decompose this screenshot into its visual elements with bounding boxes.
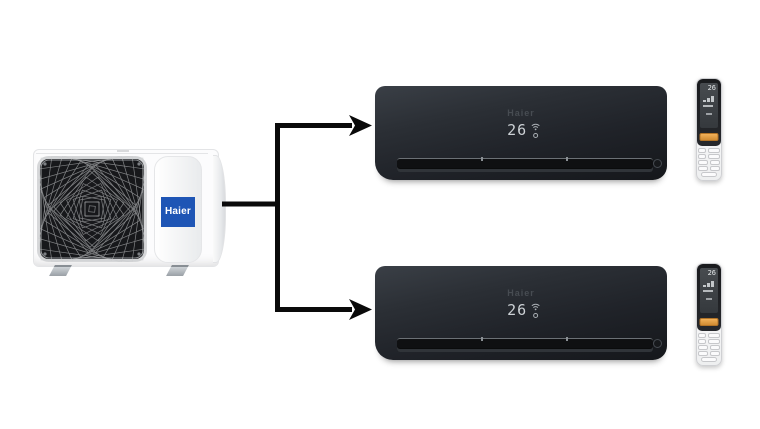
outdoor-right-edge: [213, 155, 226, 263]
arrowhead-indoor-unit-2: [349, 299, 372, 320]
indoor-unit-2: Haier 26: [375, 266, 667, 360]
air-louver: [397, 337, 653, 352]
temperature-value: 26: [507, 301, 528, 319]
status-dot-icon: [533, 132, 539, 138]
arrowhead-indoor-unit-1: [349, 115, 372, 136]
indoor-unit-1: Haier 26: [375, 86, 667, 180]
wifi-icon: [531, 303, 540, 310]
remote-button: [698, 351, 708, 356]
outdoor-top-seam: [36, 153, 208, 154]
remote-screen-bezel: 26: [697, 264, 721, 331]
mode-bar-icon: [703, 105, 713, 107]
remote-screen-bezel: 26: [697, 79, 721, 146]
louver-divider: [481, 337, 484, 341]
remote-temperature: 26: [707, 84, 716, 92]
remote-button: [698, 166, 708, 171]
remote-control-2: 26: [696, 263, 722, 366]
mode-bar-icon: [703, 290, 713, 292]
fan-speed-icon: [703, 96, 718, 102]
haier-logo: Haier: [161, 197, 195, 227]
wifi-icon: [531, 123, 540, 130]
temp-down-button: [698, 154, 706, 159]
outdoor-vent-tick: [117, 150, 129, 152]
remote-button: [710, 160, 720, 165]
remote-control-1: 26: [696, 78, 722, 181]
status-dot-icon: [533, 312, 539, 318]
fan-button: [708, 154, 720, 159]
remote-button: [710, 166, 720, 171]
outdoor-unit: Haier: [33, 147, 226, 279]
lcd-mark-icon: [706, 113, 712, 115]
remote-button: [701, 357, 717, 362]
remote-button: [698, 160, 708, 165]
air-louver: [397, 157, 653, 172]
indoor-brand-label: Haier: [507, 288, 535, 298]
fan-button: [708, 339, 720, 344]
remote-keypad: [698, 148, 720, 177]
remote-button: [701, 172, 717, 177]
indicator-button: [653, 159, 662, 168]
temperature-value: 26: [507, 121, 528, 139]
temperature-display: 26: [507, 301, 540, 319]
remote-lcd: 26: [700, 83, 718, 128]
indicator-button: [653, 339, 662, 348]
remote-lcd: 26: [700, 268, 718, 313]
louver-divider: [481, 157, 484, 161]
temp-up-button: [698, 333, 706, 338]
remote-button: [710, 351, 720, 356]
fan-grille-icon: [37, 156, 147, 262]
indoor-brand-label: Haier: [507, 108, 535, 118]
remote-button: [710, 345, 720, 350]
remote-keypad: [698, 333, 720, 362]
remote-temperature: 26: [707, 269, 716, 277]
louver-divider: [565, 157, 568, 161]
temp-up-button: [698, 148, 706, 153]
remote-button: [698, 345, 708, 350]
outdoor-side-panel: Haier: [154, 156, 202, 263]
mode-button: [708, 333, 720, 338]
louver-divider: [565, 337, 568, 341]
power-button: [699, 133, 719, 141]
mode-button: [708, 148, 720, 153]
temperature-display: 26: [507, 121, 540, 139]
lcd-mark-icon: [706, 298, 712, 300]
temp-down-button: [698, 339, 706, 344]
fan-speed-icon: [703, 281, 718, 287]
power-button: [699, 318, 719, 326]
